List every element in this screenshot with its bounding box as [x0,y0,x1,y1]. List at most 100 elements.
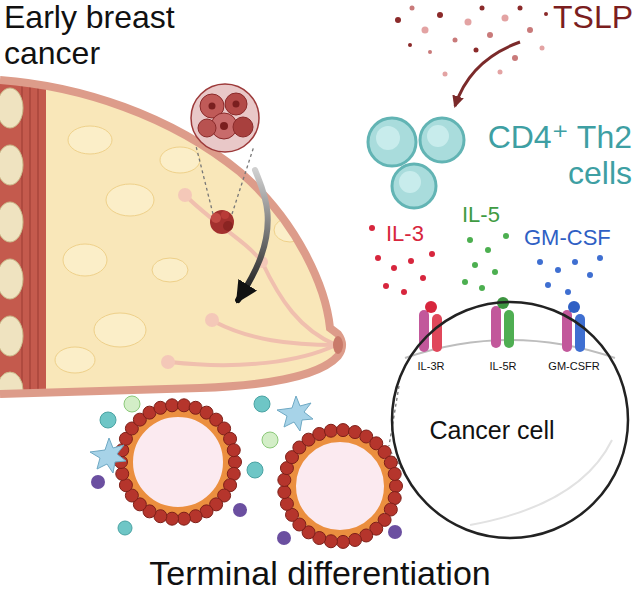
cytokine-dots [587,272,593,278]
chest-wall [0,88,23,128]
immune-cells [262,432,278,448]
flow-arrow [238,170,268,300]
cell-circle: Cancer cell [390,300,630,540]
acinus-ring [291,437,389,535]
receptor-symbol [425,301,437,313]
receptor-label: IL-3R [418,360,445,372]
node-text: Cancer cell [417,416,567,444]
cytokine-dots [527,27,533,33]
acinus-ring [313,427,326,440]
cell-membrane [470,440,612,525]
node-text: Early breast cancer [4,0,219,72]
chest-wall [0,259,23,299]
acinus-ring [189,510,202,523]
acinus-ring [337,424,350,437]
acinus-ring [278,486,291,499]
tumor-zoom [220,122,228,130]
receptor-label: GM-CSFR [548,360,599,372]
cytokine-dots [555,267,561,273]
cytokine-dots [443,72,448,77]
tumor-zoom [225,93,247,115]
fat-lobules [94,313,146,347]
acinus-ring [324,424,337,437]
immune-cells [100,412,116,428]
cytokine-dots [375,255,381,261]
cytokine-label: IL-5 [462,203,500,228]
cytokine-dots [422,27,429,34]
cytokine-dots [453,38,458,43]
zoom-lines [232,146,254,214]
acinus-ring [128,412,228,512]
fat-lobules [68,126,112,154]
tumor-zoom [191,84,259,152]
node-text: CD4⁺ Th2 cells [447,120,632,192]
acinus-ring [115,399,403,549]
cytokine-dots [518,6,523,11]
zoom-lines [196,146,254,214]
cytokine-dots [485,247,491,253]
fat-lobules [63,244,107,276]
cytokine-dots [428,50,432,54]
acinus-ring [166,399,179,412]
acinus-ring [129,413,227,511]
fat-lobules [55,347,95,373]
tumor [223,221,233,231]
cytokine-dots [408,43,412,47]
cytokine-dots [462,279,468,285]
immune-cells [91,475,105,489]
tslp-arrow [455,42,520,106]
acinus-ring [115,399,242,525]
cytokine-dots [512,55,518,61]
acinus-ring [337,535,350,548]
tumor [221,211,229,219]
cytokine-dots [401,289,407,295]
node-text: Terminal differentiation [110,554,530,592]
cytokine-dots [465,19,472,26]
milk-ducts [205,313,219,327]
receptor-symbol [419,297,585,352]
acinus-ring [348,533,361,546]
chest-wall [0,202,23,242]
receptor-label: IL-5R [490,360,517,372]
acinus-ring [166,512,179,525]
acinus-ring [154,401,167,414]
th2-cells [376,126,400,150]
cytokine-dots [565,289,571,295]
tumor-zoom [233,117,253,137]
tumor-zoom [191,84,259,152]
th2-cells [368,118,464,208]
immune-cells [277,531,291,545]
receptor-symbol [575,314,585,352]
cytokine-dots [545,282,551,288]
tumor [211,213,221,223]
cytokine-dots [410,6,415,11]
breast-illustration [0,60,343,410]
chest-wall [0,145,23,185]
receptor-symbol [504,310,514,348]
acinus-ring [324,535,337,548]
cytokine-dots [572,259,578,265]
acinus-ring [177,512,190,525]
receptor-symbol [491,306,501,348]
acinus-ring [280,497,293,510]
immune-cells [388,525,402,539]
acinus-ring [388,467,401,480]
tumor-zoom [233,101,240,108]
immune-cells [118,521,132,535]
cytokine-dots [429,251,435,257]
milk-ducts [170,345,336,365]
th2-cells [420,118,464,162]
cytokine-label: GM-CSF [524,226,611,251]
fat-lobules [106,184,154,216]
cytokine-dots [420,275,426,281]
cytokine-dots [383,283,389,289]
cytokine-dots [480,6,485,11]
breast-illustration [0,80,342,394]
acinus-ring [278,424,403,549]
skin-outline [0,80,342,394]
tissue-region: Terminal differentiation [110,300,530,596]
cytokine-dots [437,12,443,18]
cytokine-dots [487,32,493,38]
immune-cells [90,438,126,473]
immune-cells [233,503,247,517]
